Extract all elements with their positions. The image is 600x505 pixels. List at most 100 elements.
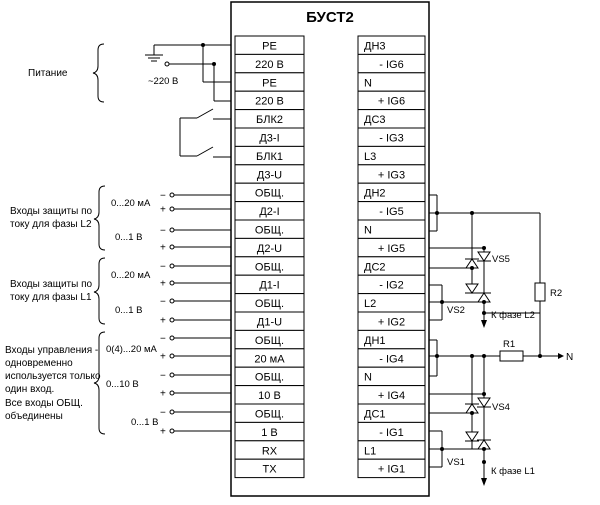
ctrl-label-line6: объединены <box>5 410 63 422</box>
minus-sign: − <box>160 226 166 237</box>
right-terminal-label: - IG4 <box>379 353 403 365</box>
right-terminal-label: - IG6 <box>379 59 403 71</box>
left-terminal-label: ОБЩ. <box>255 298 284 310</box>
right-junctions <box>435 211 542 464</box>
terminal-cell <box>234 458 305 479</box>
terminal-circle <box>169 263 175 269</box>
left-terminal-label: Д3-U <box>257 169 282 181</box>
right-terminal-label: + IG2 <box>378 317 405 329</box>
right-terminal-label: + IG3 <box>378 169 405 181</box>
right-terminal-label: - IG1 <box>379 427 403 439</box>
terminal-circle <box>169 409 175 415</box>
left-terminal-label: PE <box>262 41 277 53</box>
ctrl-label-line4: один вход. <box>5 384 54 395</box>
l1-current-label: 0...20 мА <box>111 270 151 281</box>
left-terminal-label: Д1-U <box>257 317 282 329</box>
l1-brace <box>93 257 106 325</box>
power-wires <box>154 44 231 102</box>
right-terminal-label: - IG3 <box>379 133 403 145</box>
right-terminal-label: + IG5 <box>378 243 405 255</box>
terminal-circle <box>169 280 175 286</box>
r1-label: R1 <box>503 339 515 350</box>
terminal-circle <box>164 61 170 67</box>
resistor-r1 <box>499 350 524 362</box>
ctrl-10v-label: 0...10 В <box>106 379 139 390</box>
l1-voltage-label: 0...1 В <box>115 305 142 316</box>
device-box <box>230 1 430 497</box>
ctrl-current-label: 0(4)...20 мА <box>106 344 158 355</box>
left-terminal-label: БЛК2 <box>256 114 283 126</box>
terminal-circle <box>169 317 175 323</box>
resistor-r2 <box>534 282 546 302</box>
l1-label-line2: току для фазы L1 <box>10 291 92 303</box>
left-terminal-label: Д1-I <box>259 280 279 292</box>
terminal-circle <box>169 353 175 359</box>
phase-l1-label: К фазе L1 <box>491 466 535 477</box>
terminal-circle <box>169 390 175 396</box>
vs4-label: VS4 <box>492 402 510 413</box>
left-terminal-label: ОБЩ. <box>255 409 284 421</box>
right-terminal-label: ДС2 <box>364 261 386 273</box>
right-terminal-label: L1 <box>364 445 376 457</box>
ctrl-label-line1: Входы управления - <box>5 345 98 356</box>
ctrl-label-line2: одновременно <box>5 358 73 369</box>
terminal-circle <box>169 428 175 434</box>
left-terminal-label: 1 В <box>261 427 278 439</box>
device-title: БУСТ2 <box>306 9 354 26</box>
left-terminal-label: 10 В <box>258 390 281 402</box>
minus-sign: − <box>160 262 166 273</box>
left-terminal-label: ОБЩ. <box>255 261 284 273</box>
left-terminal-label: Д3-I <box>259 133 279 145</box>
right-terminal-label: N <box>364 77 372 89</box>
right-terminal-label: L3 <box>364 151 376 163</box>
plus-sign: + <box>160 243 166 254</box>
left-terminal-label: TX <box>262 464 277 476</box>
ctrl-label-line3: используется только <box>5 371 101 382</box>
right-terminal-label: ДН3 <box>364 41 386 53</box>
terminal-circle <box>169 298 175 304</box>
plus-sign: + <box>160 427 166 438</box>
minus-sign: − <box>160 371 166 382</box>
thyristor-vs4 <box>465 397 491 414</box>
minus-sign: − <box>160 297 166 308</box>
l2-label-line1: Входы защиты по <box>10 206 93 217</box>
plus-sign: + <box>160 352 166 363</box>
minus-sign: − <box>160 334 166 345</box>
right-terminal-label: - IG2 <box>379 280 403 292</box>
terminal-cell <box>357 458 426 479</box>
thyristor-vs5 <box>465 251 491 269</box>
left-terminal-label: 20 мА <box>254 353 285 365</box>
l1-label-line1: Входы защиты по <box>10 279 93 290</box>
right-terminal-label: N <box>364 372 372 384</box>
junction-dot <box>212 62 216 66</box>
ctrl-brace <box>93 331 106 435</box>
l2-brace <box>93 185 106 251</box>
junction-dot <box>201 43 205 47</box>
right-terminal-label: ДН1 <box>364 335 386 347</box>
right-terminal-label: + IG1 <box>378 464 405 476</box>
thyristor-vs1 <box>465 431 491 450</box>
ground-icon <box>145 45 163 62</box>
left-terminal-label: ОБЩ. <box>255 335 284 347</box>
terminal-circle <box>169 244 175 250</box>
vs5-label: VS5 <box>492 254 510 265</box>
left-terminal-label: 220 В <box>255 96 284 108</box>
right-terminal-label: + IG6 <box>378 96 405 108</box>
terminal-circle <box>169 227 175 233</box>
left-terminal-label: RX <box>262 445 278 457</box>
ctrl-1v-label: 0...1 В <box>131 417 158 428</box>
plus-sign: + <box>160 389 166 400</box>
l2-current-label: 0...20 мА <box>111 198 151 209</box>
thyristor-vs2 <box>465 283 491 303</box>
right-terminal-label: ДС3 <box>364 114 386 126</box>
right-terminal-label: L2 <box>364 298 376 310</box>
blk-switches <box>179 108 231 158</box>
vs1-label: VS1 <box>447 457 465 468</box>
left-terminal-label: PE <box>262 77 277 89</box>
left-terminal-label: Д2-U <box>257 243 282 255</box>
phase-l2-label: К фазе L2 <box>491 310 535 321</box>
power-voltage-label: ~220 В <box>148 76 178 87</box>
phase-l1-arrow <box>481 478 487 486</box>
